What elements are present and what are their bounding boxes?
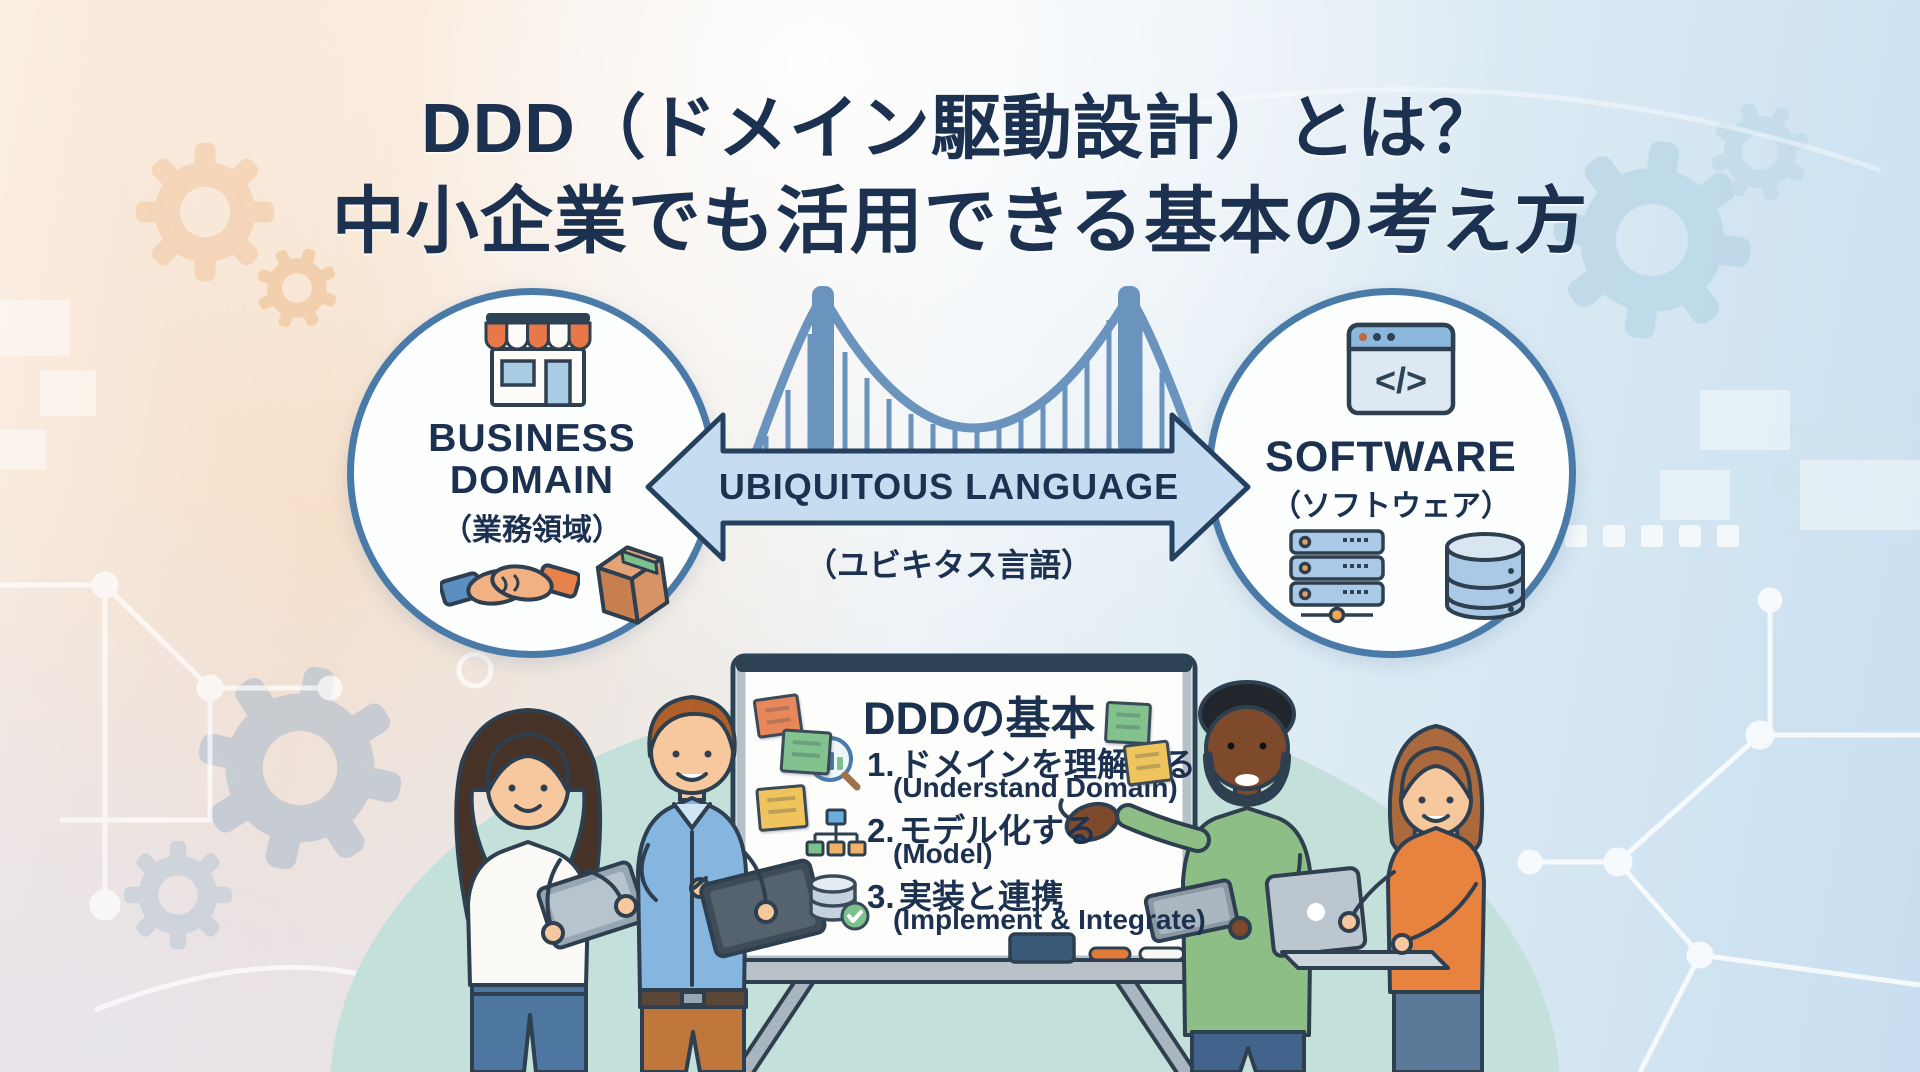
bridge-and-arrow xyxy=(645,286,1251,562)
item-3-number: 3. xyxy=(867,878,895,915)
item-2-en: (Model) xyxy=(893,838,993,869)
sticky-note-green xyxy=(1103,700,1153,746)
database-check-icon xyxy=(809,874,870,931)
server-stack-icon xyxy=(1289,529,1385,623)
person-woman-dark-hair xyxy=(454,708,648,1072)
item-2-number: 2. xyxy=(867,812,895,849)
whiteboard-content: DDDの基本 1. ドメインを理解する (Understand Domain) … xyxy=(733,656,1206,968)
person-woman-orange-sweater xyxy=(1264,724,1486,1072)
ubiquitous-language-label-en: UBIQUITOUS LANGUAGE xyxy=(718,466,1180,507)
storefront-icon xyxy=(484,313,592,407)
handshake-icon xyxy=(440,563,580,607)
person-man-blue-shirt xyxy=(636,695,827,1072)
software-label-en: SOFTWARE xyxy=(1265,433,1517,481)
whiteboard-eraser xyxy=(1008,932,1076,964)
whiteboard-item-2: 2. モデル化する xyxy=(867,804,1097,852)
item-2-ja: モデル化する xyxy=(898,812,1097,849)
pixel-blocks xyxy=(0,300,1920,530)
business-domain-label-en-1: BUSINESS xyxy=(428,417,636,460)
code-glyph: </> xyxy=(1375,360,1427,401)
pixel-dots-row xyxy=(1565,525,1739,547)
software-label-ja: （ソフトウェア） xyxy=(1271,490,1511,523)
page-title-line-2: 中小企業でも活用できる基本の考え方 xyxy=(331,181,1589,262)
ubiquitous-language-label-ja: （ユビキタス言語） xyxy=(804,547,1093,583)
business-domain-circle: BUSINESS DOMAIN （業務領域） xyxy=(347,288,717,658)
database-icon xyxy=(1445,532,1525,620)
sticky-note-green xyxy=(779,728,833,776)
hierarchy-icon xyxy=(805,808,867,857)
software-circle: </> SOFTWARE （ソフトウェア） xyxy=(1206,288,1576,658)
sticky-note-yellow xyxy=(1122,739,1174,787)
code-window-icon: </> xyxy=(1346,322,1456,416)
whiteboard-title: DDDの基本 xyxy=(863,693,1096,744)
package-box-icon xyxy=(595,545,670,625)
circuit-lines-right xyxy=(1099,87,1920,1072)
business-domain-label-en-2: DOMAIN xyxy=(449,459,615,502)
page-title-line-1: DDD（ドメイン駆動設計）とは？ xyxy=(421,89,1499,167)
business-domain-label-ja: （業務領域） xyxy=(442,514,622,547)
person-man-green-sweater xyxy=(1058,680,1313,1072)
bridge-illustration xyxy=(751,286,1201,457)
sticky-note-yellow xyxy=(755,783,809,833)
item-1-number: 1. xyxy=(867,746,895,783)
ubiquitous-language-arrow xyxy=(645,412,1251,562)
whiteboard-marker-orange xyxy=(1088,946,1132,962)
whiteboard-item-3: 3. 実装と連携 xyxy=(867,870,1064,918)
item-3-ja: 実装と連携 xyxy=(898,878,1064,915)
item-3-en: (Implement & Integrate) xyxy=(893,904,1206,935)
